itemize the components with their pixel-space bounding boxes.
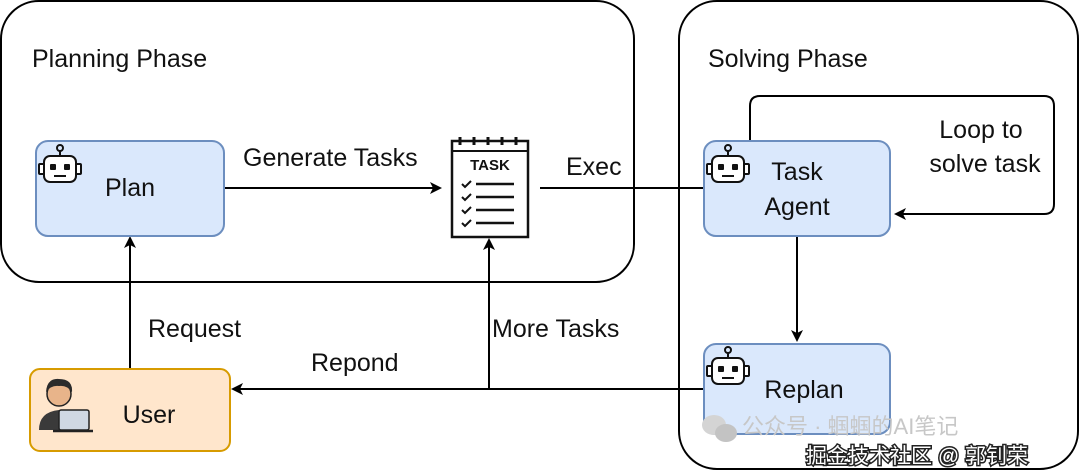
task-doc-label: TASK [470, 157, 510, 174]
plan-node: Plan [35, 140, 225, 237]
robot-icon [706, 346, 750, 385]
juejin-watermark-text: 掘金技术社区 @ 郭钊荣 [806, 445, 1028, 468]
task-agent-label-line1: Task [771, 158, 823, 186]
more-tasks-label: More Tasks [492, 315, 619, 343]
wechat-watermark-text: 公众号 · 蝈蝈的AI笔记 [742, 414, 958, 439]
exec-label: Exec [566, 153, 622, 181]
loop-label-line1: Loop to [939, 116, 1022, 144]
solving-phase-title: Solving Phase [708, 45, 868, 73]
user-label: User [123, 401, 176, 429]
planning-phase-title: Planning Phase [32, 45, 207, 73]
wechat-icon [702, 415, 737, 442]
robot-icon [706, 144, 750, 183]
generate-tasks-label: Generate Tasks [243, 144, 418, 172]
repond-label: Repond [311, 349, 399, 377]
task-agent-node: Task Agent [703, 140, 891, 237]
loop-label-line2: solve task [929, 150, 1041, 178]
robot-icon [38, 144, 82, 183]
wechat-watermark: 公众号 · 蝈蝈的AI笔记 [702, 414, 958, 442]
replan-label: Replan [764, 376, 843, 404]
replan-node: Replan [703, 343, 891, 435]
plan-label: Plan [105, 174, 155, 202]
user-node: User [29, 368, 231, 452]
request-label: Request [148, 315, 241, 343]
loop-edge [749, 95, 1055, 220]
task-agent-label-line2: Agent [764, 193, 829, 221]
user-laptop-icon [39, 378, 93, 433]
task-checklist-icon: TASK [450, 137, 530, 239]
